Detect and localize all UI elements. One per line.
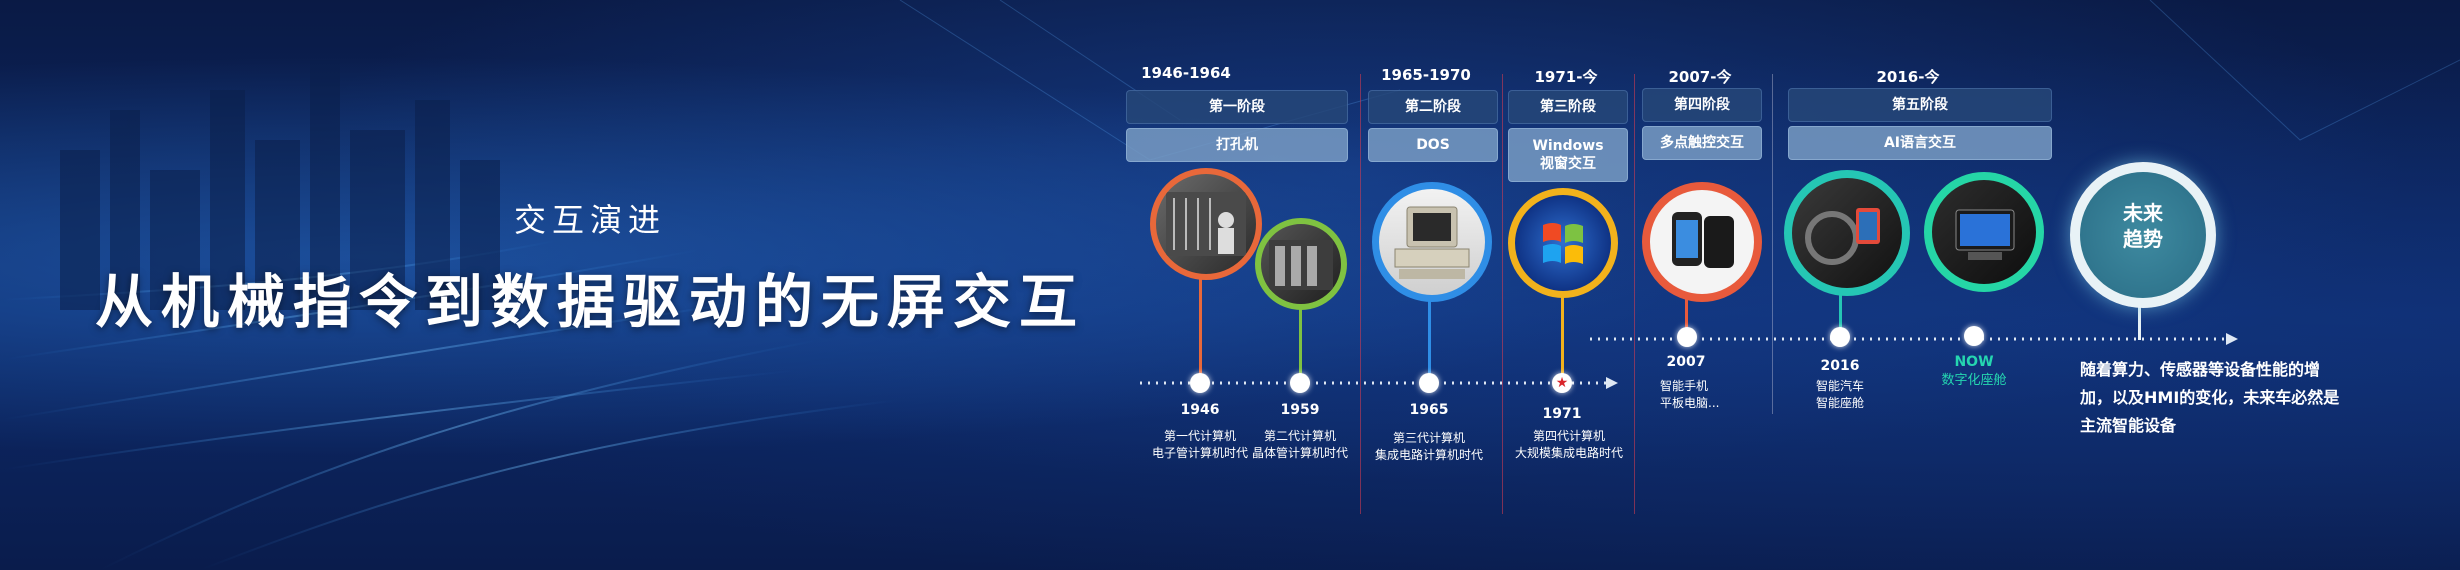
stage-divider-4 <box>1772 74 1773 414</box>
stage-box-3: 第三阶段 <box>1508 90 1628 124</box>
milestone-desc-2007: 智能手机 平板电脑... <box>1660 379 1720 410</box>
stem-1946 <box>1199 270 1202 380</box>
stem-1959 <box>1299 300 1302 380</box>
stage-box-1: 第一阶段 <box>1126 90 1348 124</box>
timeline-node-1971: ★ <box>1552 373 1572 393</box>
stage-divider-1 <box>1360 74 1361 514</box>
stage-box-4: 第四阶段 <box>1642 88 1762 122</box>
mode-box-5: AI语言交互 <box>1788 126 2052 160</box>
vintage-computer-icon <box>1166 192 1246 256</box>
smart-car-cockpit-image <box>1784 170 1910 296</box>
milestone-year-2016: 2016 <box>1820 358 1860 374</box>
timeline-node-1946 <box>1190 373 1210 393</box>
vintage-computer-icon <box>1269 240 1333 290</box>
period-label-1: 1946-1964 <box>1141 64 1231 82</box>
hero-title: 从机械指令到数据驱动的无屏交互 <box>94 268 1085 336</box>
stage-divider-3 <box>1634 74 1635 514</box>
milestone-desc-1946: 第一代计算机 电子管计算机时代 <box>1151 429 1248 460</box>
stem-future <box>2138 300 2141 340</box>
stem-2007 <box>1685 290 1688 336</box>
milestone-desc-now: 数字化座舱 <box>1941 373 2007 388</box>
mode-box-1: 打孔机 <box>1126 128 1348 162</box>
smartphone-image <box>1642 182 1762 302</box>
stage-box-5: 第五阶段 <box>1788 88 2052 122</box>
stage-box-2: 第二阶段 <box>1368 90 1498 124</box>
milestone-year-1946: 1946 <box>1180 402 1220 418</box>
timeline-node-now <box>1964 326 1984 346</box>
mode-box-4: 多点触控交互 <box>1642 126 1762 160</box>
future-trend-text: 随着算力、传感器等设备性能的增加，以及HMI的变化，未来车必然是主流智能设备 <box>2080 360 2340 435</box>
smartphone-icon <box>1672 212 1734 268</box>
car-screen-icon <box>1955 209 2015 260</box>
period-label-4: 2007-今 <box>1668 68 1732 86</box>
stem-1971 <box>1561 290 1564 378</box>
windows-logo-icon <box>1543 223 1583 264</box>
timeline-node-2007 <box>1677 327 1697 347</box>
digital-cockpit-image <box>1924 172 2044 292</box>
timeline-node-2016 <box>1830 327 1850 347</box>
mode-box-2: DOS <box>1368 128 1498 162</box>
milestone-year-1959: 1959 <box>1280 402 1320 418</box>
milestone-year-now: NOW <box>1954 354 1994 370</box>
star-icon: ★ <box>1555 375 1569 391</box>
period-label-5: 2016-今 <box>1876 68 1940 86</box>
transistor-computer-image <box>1255 218 1347 310</box>
milestone-year-1971: 1971 <box>1542 406 1582 422</box>
milestone-year-1965: 1965 <box>1409 402 1449 418</box>
windows-image <box>1508 188 1618 298</box>
timeline-node-1965 <box>1419 373 1439 393</box>
mode-box-3: Windows 视窗交互 <box>1508 128 1628 182</box>
hero-subtitle: 交互演进 <box>513 201 666 239</box>
stage-divider-2 <box>1502 74 1503 514</box>
period-label-3: 1971-今 <box>1534 68 1598 86</box>
milestone-desc-1959: 第二代计算机 晶体管计算机时代 <box>1251 429 1348 460</box>
dos-computer-image <box>1372 182 1492 302</box>
milestone-desc-1965: 第三代计算机 集成电路计算机时代 <box>1374 431 1483 462</box>
future-trend-label: 未来 趋势 <box>2123 201 2163 251</box>
milestone-desc-2016: 智能汽车 智能座舱 <box>1815 379 1864 410</box>
stem-1965 <box>1428 298 1431 380</box>
period-label-2: 1965-1970 <box>1381 66 1471 84</box>
stem-2016 <box>1839 290 1842 336</box>
desktop-computer-icon <box>1394 206 1470 279</box>
timeline-node-1959 <box>1290 373 1310 393</box>
car-dashboard-icon <box>1805 208 1880 265</box>
punch-card-machine-image <box>1150 168 1262 280</box>
milestone-year-2007: 2007 <box>1666 354 1706 370</box>
future-trend-circle <box>2070 162 2216 308</box>
milestone-desc-1971: 第四代计算机 大规模集成电路时代 <box>1514 429 1623 460</box>
